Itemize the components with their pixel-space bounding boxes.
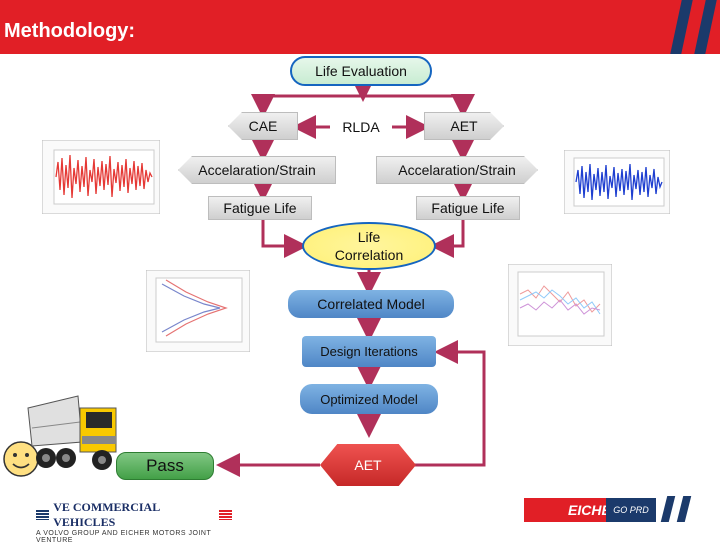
life-correlation-ellipse: Life Correlation [302, 222, 436, 270]
correlated-model-box: Correlated Model [288, 290, 454, 318]
optimized-model-box: Optimized Model [300, 384, 438, 414]
rlda-label: RLDA [342, 119, 380, 135]
goprd-badge: GO PRD [606, 498, 656, 522]
accel-left-label: Accelaration/Strain [198, 162, 316, 178]
vecv-logo: VE COMMERCIAL VEHICLES A VOLVO GROUP AND… [36, 500, 232, 544]
cae-box: CAE [228, 112, 298, 140]
life-evaluation-box: Life Evaluation [290, 56, 432, 86]
convergence-plot [146, 270, 250, 352]
vecv-stripes-icon [36, 510, 50, 520]
goprd-label: GO PRD [613, 505, 649, 515]
cae-label: CAE [248, 118, 278, 134]
pass-box: Pass [116, 452, 214, 480]
optimized-model-label: Optimized Model [320, 391, 418, 407]
vecv-subtitle: A VOLVO GROUP AND EICHER MOTORS JOINT VE… [36, 530, 212, 544]
vecv-stripes-icon [218, 510, 232, 520]
header-bar: Methodology: [0, 0, 720, 54]
life-evaluation-label: Life Evaluation [315, 63, 407, 79]
vecv-title: VE COMMERCIAL VEHICLES [53, 500, 160, 529]
fatigue-right-box: Fatigue Life [416, 196, 520, 220]
design-iterations-label: Design Iterations [320, 344, 418, 359]
correlated-model-label: Correlated Model [317, 296, 425, 312]
aet-top-box: AET [424, 112, 504, 140]
fatigue-left-box: Fatigue Life [208, 196, 312, 220]
signal-plot-red [42, 140, 160, 214]
pass-label: Pass [146, 456, 184, 475]
truck-image [27, 395, 117, 470]
aet-bottom-label: AET [354, 457, 382, 473]
aet-bottom-hexagon: AET [320, 444, 416, 486]
accel-right-box: Accelaration/Strain [376, 156, 538, 184]
design-iterations-box: Design Iterations [302, 336, 436, 367]
fatigue-right-label: Fatigue Life [431, 200, 505, 216]
life-correlation-label: Life Correlation [334, 228, 404, 263]
page-title: Methodology: [4, 20, 136, 42]
rlda-box: RLDA [330, 114, 392, 140]
aet-top-label: AET [450, 118, 478, 134]
signal-plot-blue [564, 150, 670, 214]
accel-left-box: Accelaration/Strain [178, 156, 336, 184]
accel-right-label: Accelaration/Strain [398, 162, 516, 178]
correlation-plot [508, 264, 612, 346]
fatigue-left-label: Fatigue Life [223, 200, 297, 216]
